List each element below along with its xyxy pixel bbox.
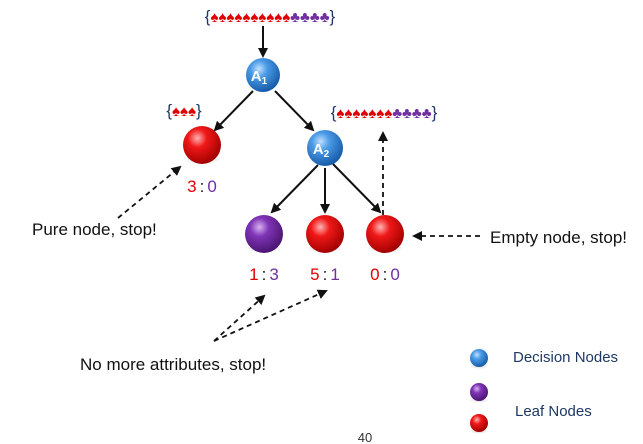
annotation-no-more-attributes: No more attributes, stop!: [80, 355, 266, 374]
mid-leaf-count: 5:1: [310, 265, 340, 284]
leaf-node-middle: [306, 215, 344, 253]
edge-a1-to-a2: [274, 90, 315, 132]
edge-a2-to-purple-leaf: [270, 164, 319, 214]
decision-node-a2: A2: [307, 130, 343, 166]
root-set-label: {♠♠♠♠♠♠♠♠♠♠♣♣♣♣}: [205, 7, 336, 26]
purple-leaf-count: 1:3: [249, 265, 279, 284]
edge-a2-to-right-leaf: [332, 163, 382, 214]
legend-decision-swatch: [469, 349, 489, 369]
legend-decision-label: Decision Nodes: [513, 349, 618, 366]
annotation-empty-node: Empty node, stop!: [490, 228, 627, 247]
legend-leaf-label: Leaf Nodes: [515, 403, 592, 420]
dashed-arrow-no-attr-2: [213, 289, 328, 342]
right-set-label: {♠♠♠♠♠♠♠♣♣♣♣}: [331, 103, 438, 122]
a1-label: A1: [251, 68, 268, 87]
leaf-node-right: [366, 215, 404, 253]
edge-a1-to-left-leaf: [213, 90, 254, 132]
tree-edges: [213, 26, 382, 214]
leaf-node-left: [183, 126, 221, 164]
a2-label: A2: [313, 141, 330, 160]
dashed-arrows: [117, 131, 480, 342]
left-leaf-count: 3:0: [187, 177, 217, 196]
annotation-pure-node: Pure node, stop!: [32, 220, 157, 239]
right-leaf-count: 0:0: [370, 265, 400, 284]
legend: Decision Nodes Leaf Nodes: [469, 349, 618, 434]
left-set-label: {♠♠♠}: [166, 101, 202, 120]
page-number: 40: [358, 430, 372, 444]
legend-red-swatch: [469, 414, 489, 434]
dashed-arrow-no-attr-1: [213, 294, 266, 342]
leaf-node-purple: [245, 215, 283, 253]
dashed-arrow-pure: [117, 165, 182, 219]
decision-node-a1: A1: [246, 58, 280, 92]
legend-purple-swatch: [469, 383, 489, 403]
